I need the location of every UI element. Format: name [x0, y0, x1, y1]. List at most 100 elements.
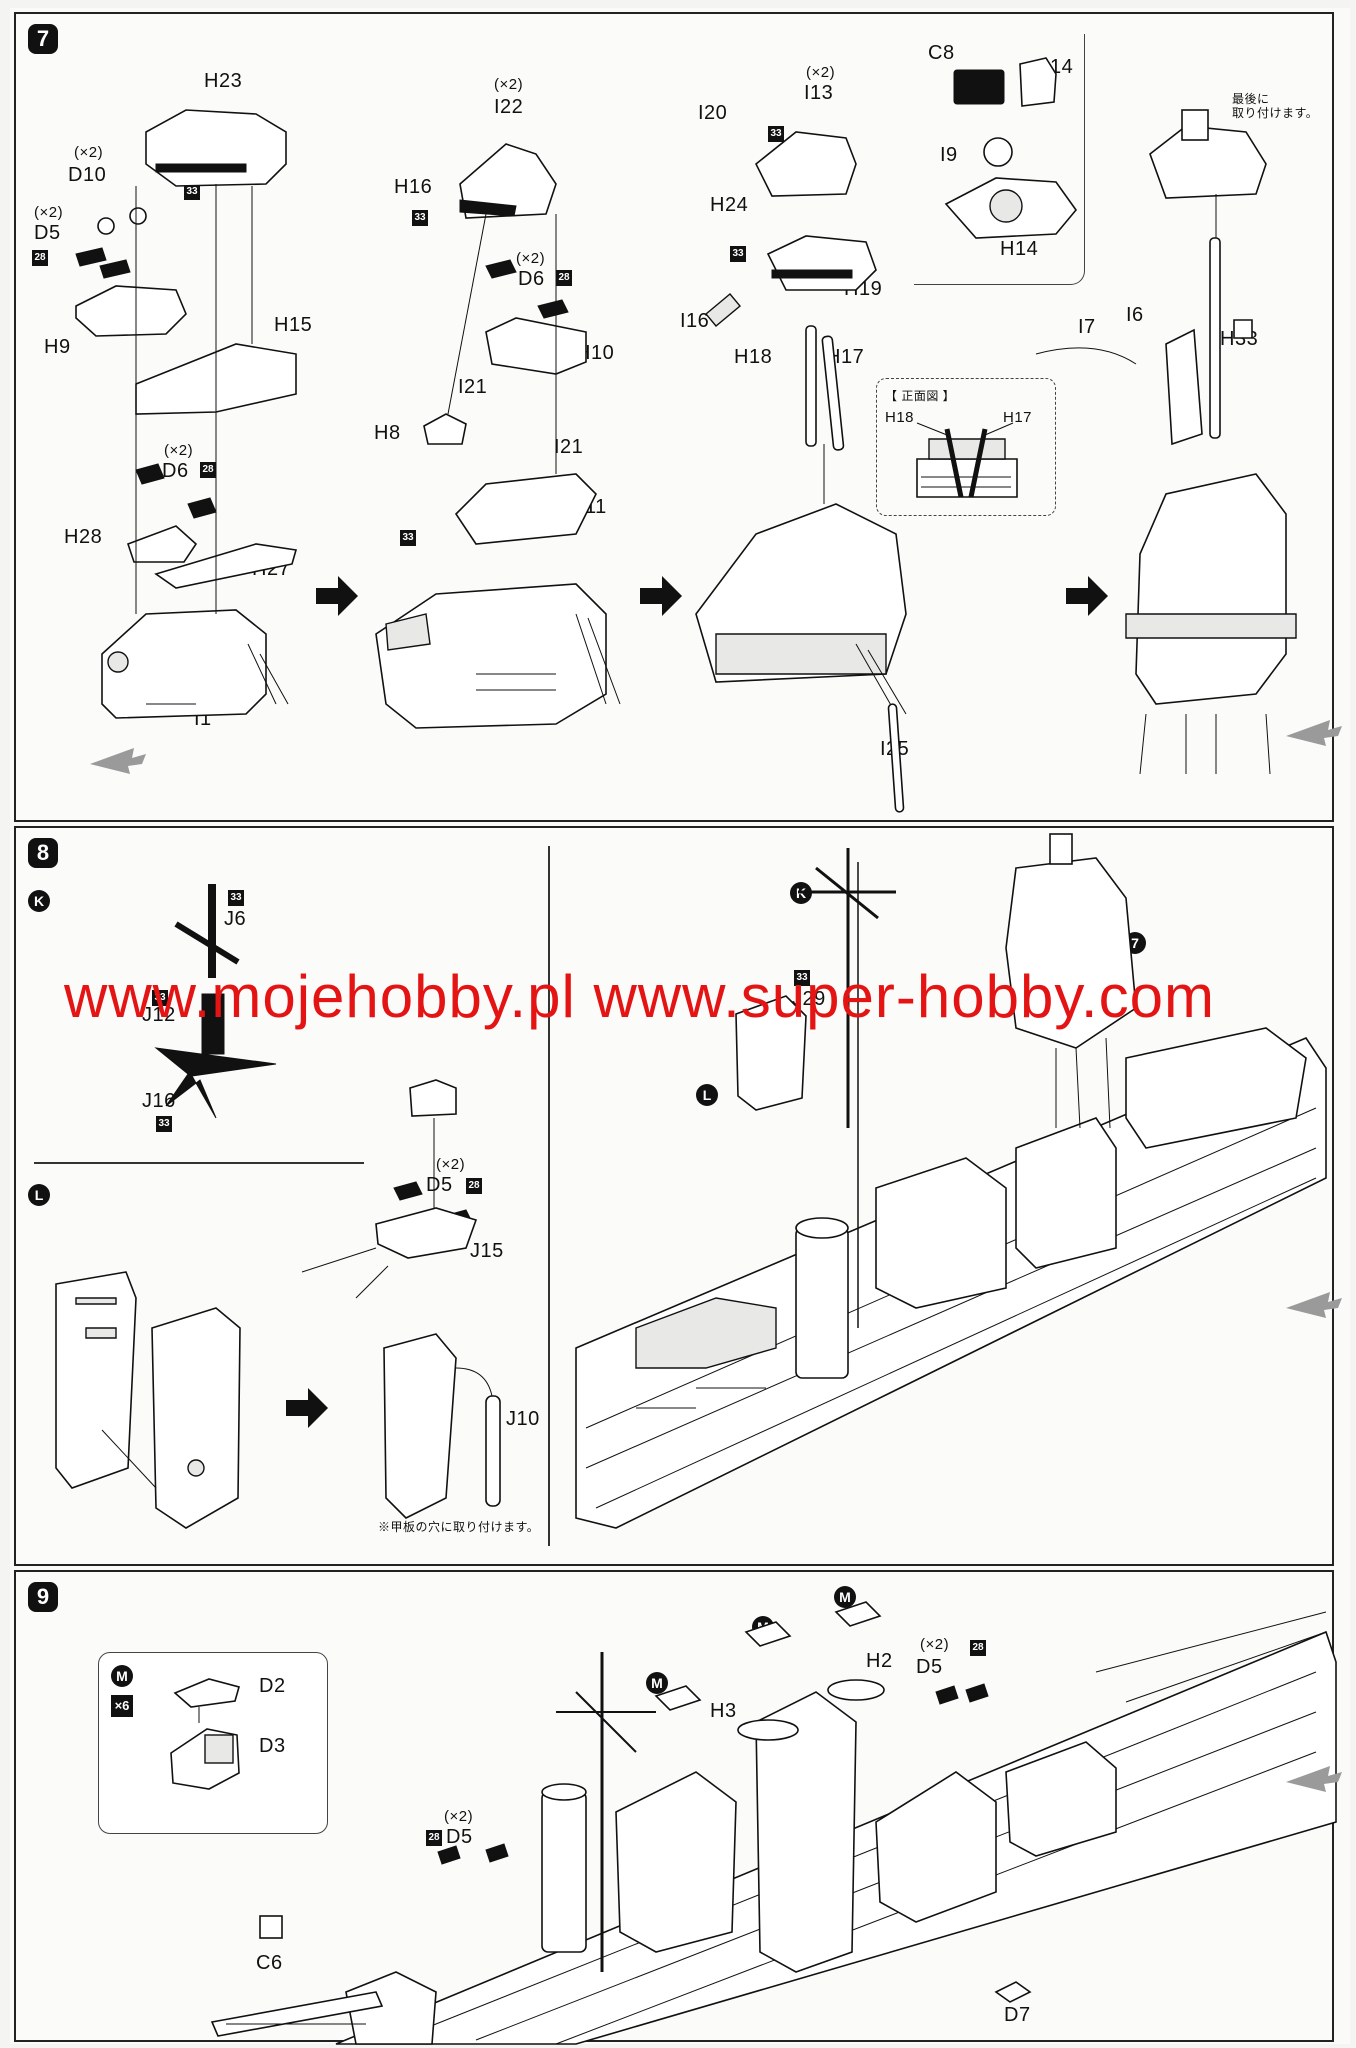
part-label: J10 — [506, 1408, 540, 1430]
part-label: D7 — [1004, 2004, 1031, 2026]
qty-label: (×2) — [444, 1808, 474, 1825]
part-label: D10 — [68, 164, 107, 186]
part-label: D6 — [518, 268, 545, 290]
qty-label: (×2) — [436, 1156, 466, 1173]
sub-assembly-m-marker: M — [834, 1586, 856, 1608]
qty-label: (×2) — [806, 64, 836, 81]
part-label: J15 — [470, 1240, 504, 1262]
quantity-badge: ×6 — [111, 1695, 133, 1717]
watermark-text: www.mojehobby.pl www.super-hobby.com — [64, 963, 1215, 1030]
mast-l-drawing — [55, 1271, 241, 1529]
paint-code-badge: 28 — [32, 250, 48, 266]
part-label: I21 — [554, 436, 584, 458]
part-label: I21 — [458, 376, 488, 398]
paint-code-badge: 33 — [184, 184, 200, 200]
part-label: D5 — [34, 222, 61, 244]
part-label: I20 — [698, 102, 728, 124]
paint-code-badge: 28 — [970, 1640, 986, 1656]
part-label: D6 — [162, 460, 189, 482]
part-label: D5 — [426, 1174, 453, 1196]
paint-code-badge: 28 — [466, 1178, 482, 1194]
step-8-drawing — [55, 833, 1342, 1529]
paint-code-badge: 33 — [412, 210, 428, 226]
ship-hull-drawing — [575, 833, 1327, 1529]
sub-assembly-m-marker: M — [646, 1672, 668, 1694]
sub-assembly-l-marker: L — [696, 1084, 718, 1106]
bridge-assembly-1 — [75, 109, 298, 719]
note-deck-holes: ※甲板の穴に取り付けます。 — [378, 1520, 540, 1534]
part-label: H2 — [866, 1650, 893, 1672]
step-9-drawing — [210, 1601, 1342, 2045]
qty-label: (×2) — [494, 76, 524, 93]
paint-code-badge: 33 — [768, 126, 784, 142]
inset-frame — [914, 34, 1085, 285]
turret-inset: M ×6 D2 D3 — [98, 1652, 328, 1834]
front-view-title: 【 正面図 】 — [885, 389, 956, 403]
paint-code-badge: 33 — [400, 530, 416, 546]
part-label: I16 — [680, 310, 710, 332]
part-label: H16 — [394, 176, 433, 198]
mast-k-drawing — [154, 884, 277, 1119]
part-label: D2 — [259, 1675, 286, 1697]
sub-assembly-m-marker: M — [111, 1665, 133, 1687]
paint-code-badge: 28 — [556, 270, 572, 286]
step-7-drawing — [75, 57, 1342, 813]
step-number: 9 — [28, 1582, 58, 1612]
qty-label: (×2) — [34, 204, 64, 221]
bridge-assembly-3 — [695, 131, 907, 813]
part-label: C8 — [928, 42, 955, 64]
step-number: 8 — [28, 838, 58, 868]
part-label: D5 — [446, 1826, 473, 1848]
part-label: H14 — [1000, 238, 1039, 260]
note-attach-last: 最後に 取り付けます。 — [1232, 92, 1319, 120]
qty-label: (×2) — [74, 144, 104, 161]
inset-drawing — [944, 57, 1078, 239]
part-label: H24 — [710, 194, 749, 216]
part-label: I13 — [804, 82, 834, 104]
qty-label: (×2) — [164, 442, 194, 459]
divider — [34, 1162, 364, 1164]
bridge-assembly-4 — [1035, 109, 1297, 775]
part-label: H23 — [204, 70, 243, 92]
part-label: J12 — [142, 1004, 176, 1026]
part-label: H8 — [374, 422, 401, 444]
sub-assembly-l-marker: L — [28, 1184, 50, 1206]
catapult-c6-drawing — [210, 1915, 384, 2037]
part-label: I22 — [494, 96, 524, 118]
paint-code-badge: 33 — [152, 990, 168, 1006]
part-label: C6 — [256, 1952, 283, 1974]
part-label: H18 — [885, 409, 915, 426]
mast-l-assembled — [301, 1079, 501, 1519]
sub-assembly-k-marker: K — [28, 890, 50, 912]
paint-code-badge: 33 — [730, 246, 746, 262]
part-label: H17 — [1003, 409, 1033, 426]
part-label: H18 — [734, 346, 773, 368]
paint-code-badge: 28 — [426, 1830, 442, 1846]
paint-code-badge: 33 — [794, 970, 810, 986]
qty-label: (×2) — [920, 1636, 950, 1653]
part-label: H3 — [710, 1700, 737, 1722]
paint-code-badge: 33 — [156, 1116, 172, 1132]
front-view-detail: 【 正面図 】 H18 H17 — [876, 378, 1056, 516]
part-label: H15 — [274, 314, 313, 336]
divider — [548, 846, 550, 1546]
step-8-panel: 8 K 33 J6 33 J12 J16 33 L J2 J1 I8 (×2) … — [14, 826, 1342, 1566]
step-9-panel: 9 M ×6 D2 D3 M M M H2 (×2) D5 28 H3 (×2)… — [14, 1570, 1342, 2045]
part-label: I6 — [1126, 304, 1144, 326]
part-label: J16 — [142, 1090, 176, 1112]
part-label: I9 — [940, 144, 958, 166]
step-number: 7 — [28, 24, 58, 54]
part-label: D5 — [916, 1656, 943, 1678]
part-label: J29 — [792, 988, 826, 1010]
front-view-drawing — [916, 422, 1018, 498]
step-7-panel: 7 H23 (×2) D10 (×2) D5 28 H9 33 H15 (×2)… — [14, 12, 1342, 822]
part-label: D3 — [259, 1735, 286, 1757]
part-label: H9 — [44, 336, 71, 358]
turret-inset-drawing — [170, 1678, 240, 1790]
ship-full-drawing — [335, 1601, 1337, 2045]
paint-code-badge: 28 — [200, 462, 216, 478]
bridge-assembly-2 — [375, 143, 621, 729]
paint-code-badge: 33 — [228, 890, 244, 906]
part-label: H28 — [64, 526, 103, 548]
part-label: I7 — [1078, 316, 1096, 338]
